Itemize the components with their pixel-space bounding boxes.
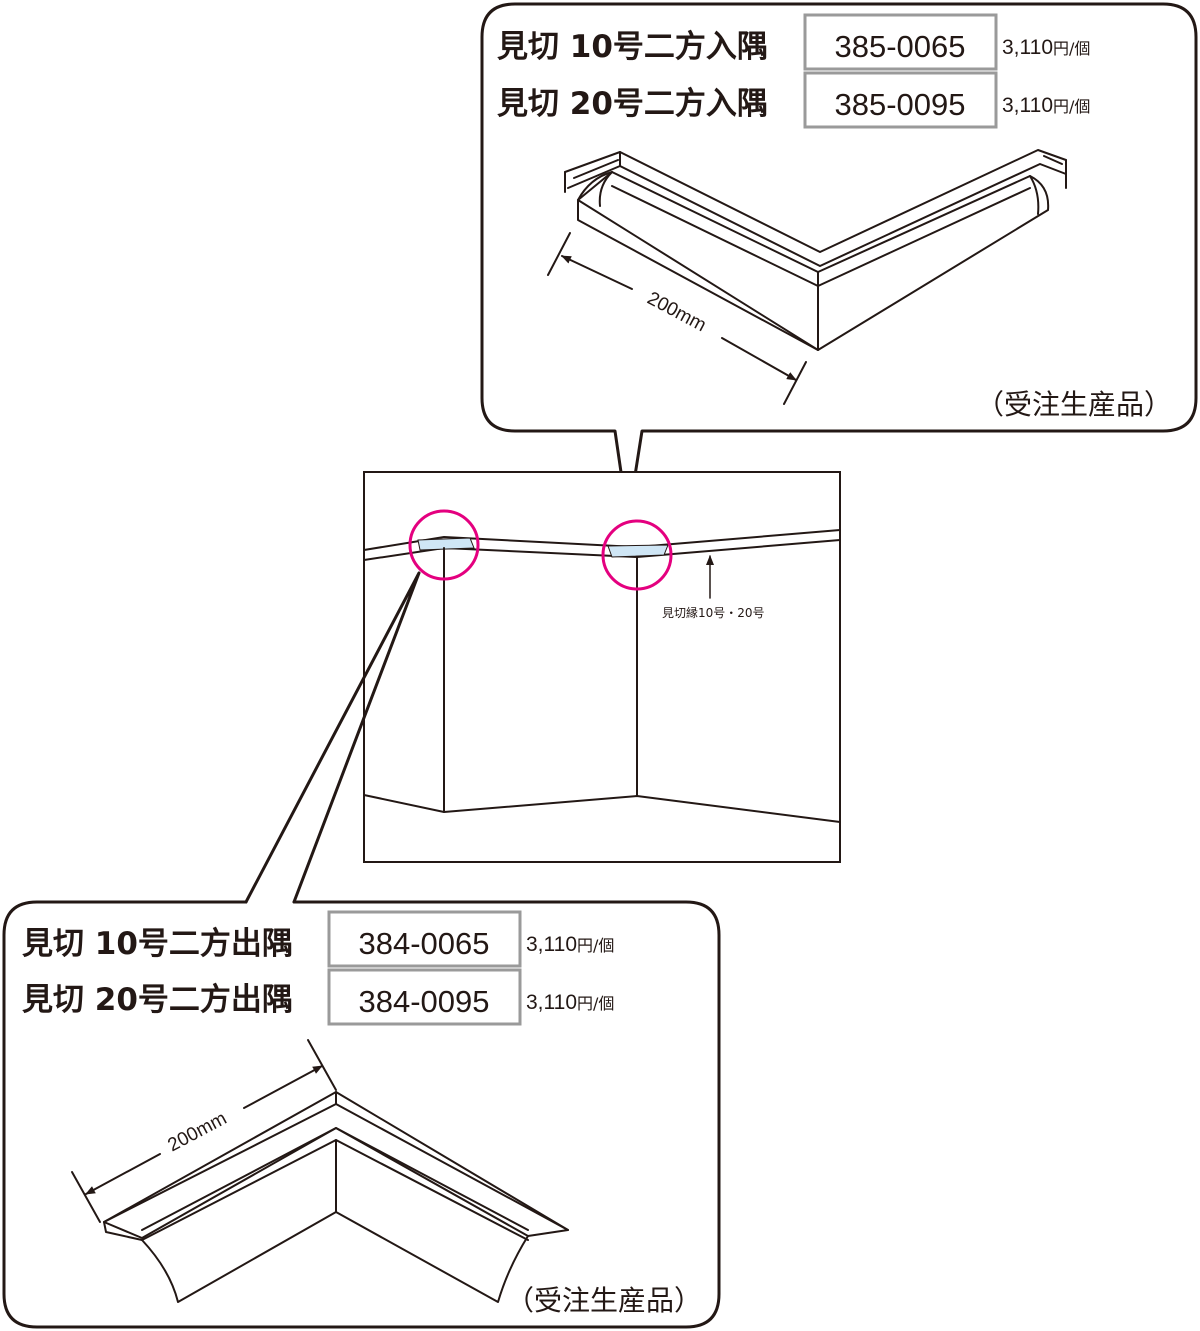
outside-corner-highlight [408, 509, 480, 581]
bottom-item-row-2: 見切 20号二方出隅 384-0095 3,110円/個 [22, 968, 614, 1026]
room-illustration: 見切縁10号・20号 [363, 471, 841, 863]
bottom-item-2-name: 見切 20号二方出隅 [22, 982, 293, 1018]
bottom-item-2-price: 3,110円/個 [526, 991, 614, 1014]
top-item-row-1: 見切 10号二方入隅 385-0065 3,110円/個 [497, 13, 1090, 71]
top-item-2-code-box [803, 71, 998, 129]
bottom-item-2-code-box [327, 968, 522, 1026]
bottom-item-1-code: 384-0065 [358, 926, 489, 961]
bottom-item-1-price: 3,110円/個 [526, 933, 614, 956]
top-item-row-2: 見切 20号二方入隅 385-0095 3,110円/個 [497, 71, 1090, 129]
bottom-dimension-label: 200mm [165, 1108, 231, 1156]
bottom-item-row-1: 見切 10号二方出隅 384-0065 3,110円/個 [22, 910, 614, 968]
top-order-note: （受注生産品） [976, 388, 1172, 421]
inside-corner-trim-drawing [564, 149, 1067, 351]
bottom-order-note: （受注生産品） [506, 1284, 702, 1317]
top-item-2-name: 見切 20号二方入隅 [497, 86, 768, 122]
top-item-1-price: 3,110円/個 [1002, 36, 1090, 59]
bottom-item-2-code: 384-0095 [358, 984, 489, 1019]
bottom-item-1-name: 見切 10号二方出隅 [22, 926, 293, 962]
top-dimension-label: 200mm [644, 288, 710, 336]
inside-corner-highlight [601, 519, 673, 591]
bottom-item-1-code-box [327, 910, 522, 968]
top-item-1-code: 385-0065 [834, 29, 965, 64]
bottom-callout: 見切 10号二方出隅 384-0065 3,110円/個 見切 20号二方出隅 … [2, 900, 721, 1329]
top-callout: 見切 10号二方入隅 385-0065 3,110円/個 見切 20号二方入隅 … [480, 2, 1198, 522]
top-item-1-code-box [803, 13, 998, 71]
top-item-2-code: 385-0095 [834, 87, 965, 122]
bottom-callout-pointer [244, 571, 421, 904]
top-item-2-price: 3,110円/個 [1002, 94, 1090, 117]
trim-label: 見切縁10号・20号 [662, 605, 765, 620]
top-item-1-name: 見切 10号二方入隅 [497, 29, 768, 65]
outside-corner-trim-drawing [103, 1091, 569, 1303]
